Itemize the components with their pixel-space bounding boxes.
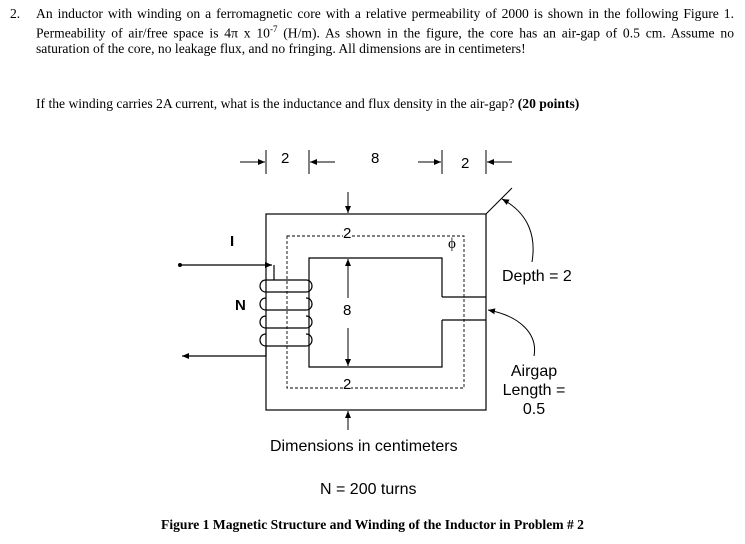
problem-text-part2: (H/m). As shown in the figure, the core … xyxy=(36,25,734,56)
problem-text: An inductor with winding on a ferromagne… xyxy=(36,6,734,56)
depth-leader-line xyxy=(485,187,513,215)
airgap-label-line2: Length = xyxy=(502,382,566,399)
turns-symbol: N xyxy=(235,297,246,314)
depth-pointer xyxy=(501,198,534,263)
airgap-label-line1: Airgap xyxy=(510,363,558,380)
dim-left-label: 2 xyxy=(281,150,290,167)
winding xyxy=(180,262,313,359)
depth-label: Depth = 2 xyxy=(502,268,572,285)
dim-bottom-leg-label: 2 xyxy=(343,376,352,393)
dimensions-note: Dimensions in centimeters xyxy=(270,438,458,455)
problem-text-part1: An inductor with winding on a ferromagne… xyxy=(36,6,734,41)
airgap-pointer xyxy=(487,308,536,357)
points-label: (20 points) xyxy=(517,96,580,111)
flux-symbol: ϕ xyxy=(448,236,456,252)
core-outer-edge xyxy=(265,213,487,411)
dim-right-label: 2 xyxy=(461,155,470,172)
mean-flux-path xyxy=(286,235,465,389)
turns-note: N = 200 turns xyxy=(320,481,417,498)
figure-caption: Figure 1 Magnetic Structure and Winding … xyxy=(161,517,584,532)
dim-middle-label: 8 xyxy=(370,150,381,167)
question: If the winding carries 2A current, what … xyxy=(36,96,579,112)
airgap-label: Airgap Length = 0.5 xyxy=(494,362,574,419)
dim-window-height-label: 8 xyxy=(343,302,352,319)
question-text: If the winding carries 2A current, what … xyxy=(36,96,515,111)
top-dimension-lines xyxy=(240,150,512,174)
input-terminal xyxy=(178,263,182,267)
problem-number: 2. xyxy=(10,6,21,21)
core-inner-edge xyxy=(308,257,443,368)
current-label: I xyxy=(230,233,235,250)
airgap-label-line3: 0.5 xyxy=(522,401,546,418)
exponent: -7 xyxy=(269,23,278,34)
dim-top-leg-label: 2 xyxy=(343,225,352,242)
